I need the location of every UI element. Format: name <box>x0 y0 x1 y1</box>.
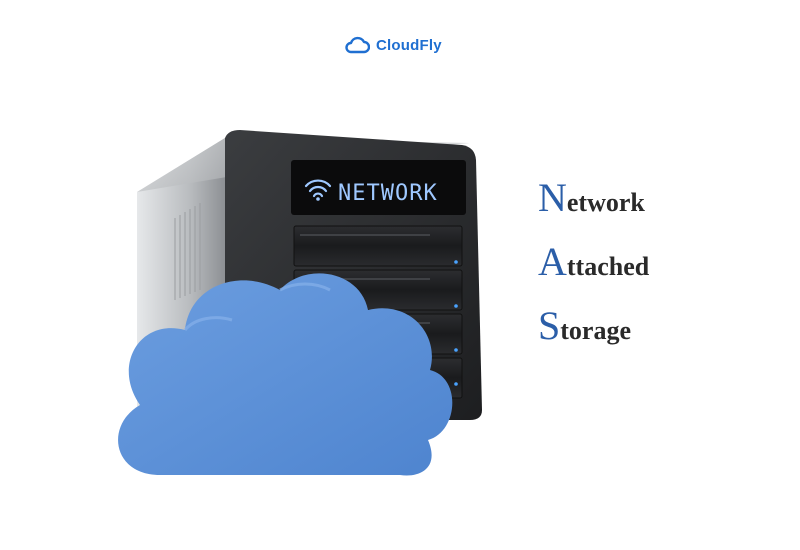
acronym-initial: S <box>538 303 561 348</box>
brand-logo[interactable]: CloudFly <box>344 36 442 54</box>
brand-name: CloudFly <box>376 36 442 54</box>
cloud-illustration <box>118 273 453 476</box>
acronym-rest: etwork <box>566 188 645 217</box>
acronym-initial: N <box>538 175 567 220</box>
acronym-line-attached: A ttached <box>538 242 649 306</box>
acronym-rest: torage <box>560 316 631 345</box>
acronym-line-network: N etwork <box>538 178 649 242</box>
nas-acronym: N etwork A ttached S torage <box>538 178 649 370</box>
acronym-rest: ttached <box>566 252 650 281</box>
drive-bay <box>293 225 463 267</box>
device-top <box>137 138 470 192</box>
device-display <box>291 160 466 215</box>
device-display-text: NETWORK <box>338 181 438 206</box>
acronym-initial: A <box>538 239 567 284</box>
wifi-icon <box>304 179 332 198</box>
acronym-line-storage: S torage <box>538 306 649 370</box>
device-vents <box>174 203 201 300</box>
cloud-icon <box>345 36 370 54</box>
